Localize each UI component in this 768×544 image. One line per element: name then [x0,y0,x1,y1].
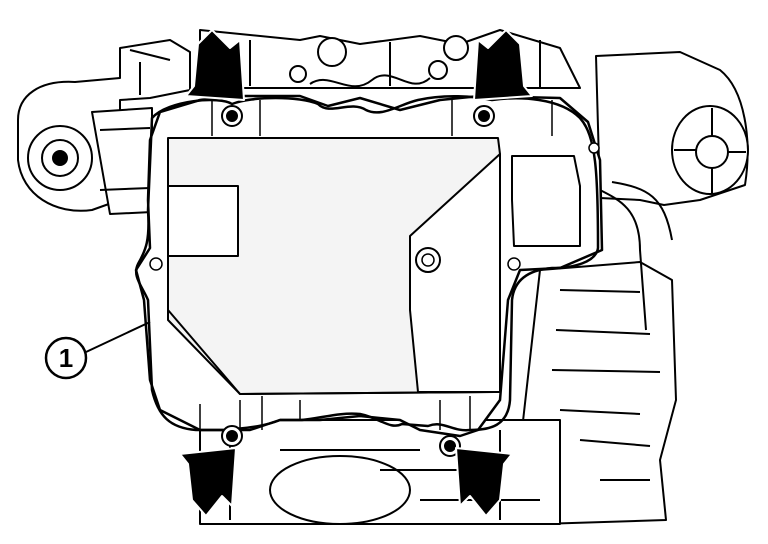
pan-flange-hole-1 [149,257,163,271]
pan-flange-hole-2 [507,257,521,271]
pan-left-window [167,185,239,257]
bolt-top-right [473,105,495,127]
pan-drain-plug-inner [421,253,435,267]
right-mount-hub [695,135,729,169]
engine-background [17,29,749,525]
arrow-pointer-icon [473,29,533,101]
right-fluid-line [599,181,673,331]
top-fitting-1 [317,37,347,67]
arrow-pointer-icon [455,447,513,517]
bolts [221,105,495,457]
right-lower-details [551,289,661,481]
pan-gasket-line [134,94,600,432]
pan-flange-hole-3 [588,142,600,154]
callout-1-label: 1 [59,343,73,373]
left-mount-bushing-bolt [52,150,68,166]
arrow-pointer-icon [185,29,245,101]
callout-1-leader [85,321,151,353]
pan-flange-ribs [199,100,553,430]
callout-1: 1 [44,321,151,380]
top-fitting-4 [428,60,448,80]
callout-1-circle [44,336,88,380]
bolt-bottom-left [221,425,243,447]
oil-pan-cover [134,94,604,438]
left-bracket-ribs [99,49,171,191]
top-fitting-3 [443,35,469,61]
bottom-housing [269,455,411,525]
top-fitting-2 [289,65,307,83]
top-detail-lines [249,40,541,88]
indicator-arrows [179,29,533,517]
pan-raised-panel [409,153,501,393]
bolt-top-left [221,105,243,127]
arrow-pointer-icon [179,447,237,517]
right-mount-spokes [674,108,746,194]
bolt-bottom-right [439,435,461,457]
pan-right-window [511,155,581,247]
